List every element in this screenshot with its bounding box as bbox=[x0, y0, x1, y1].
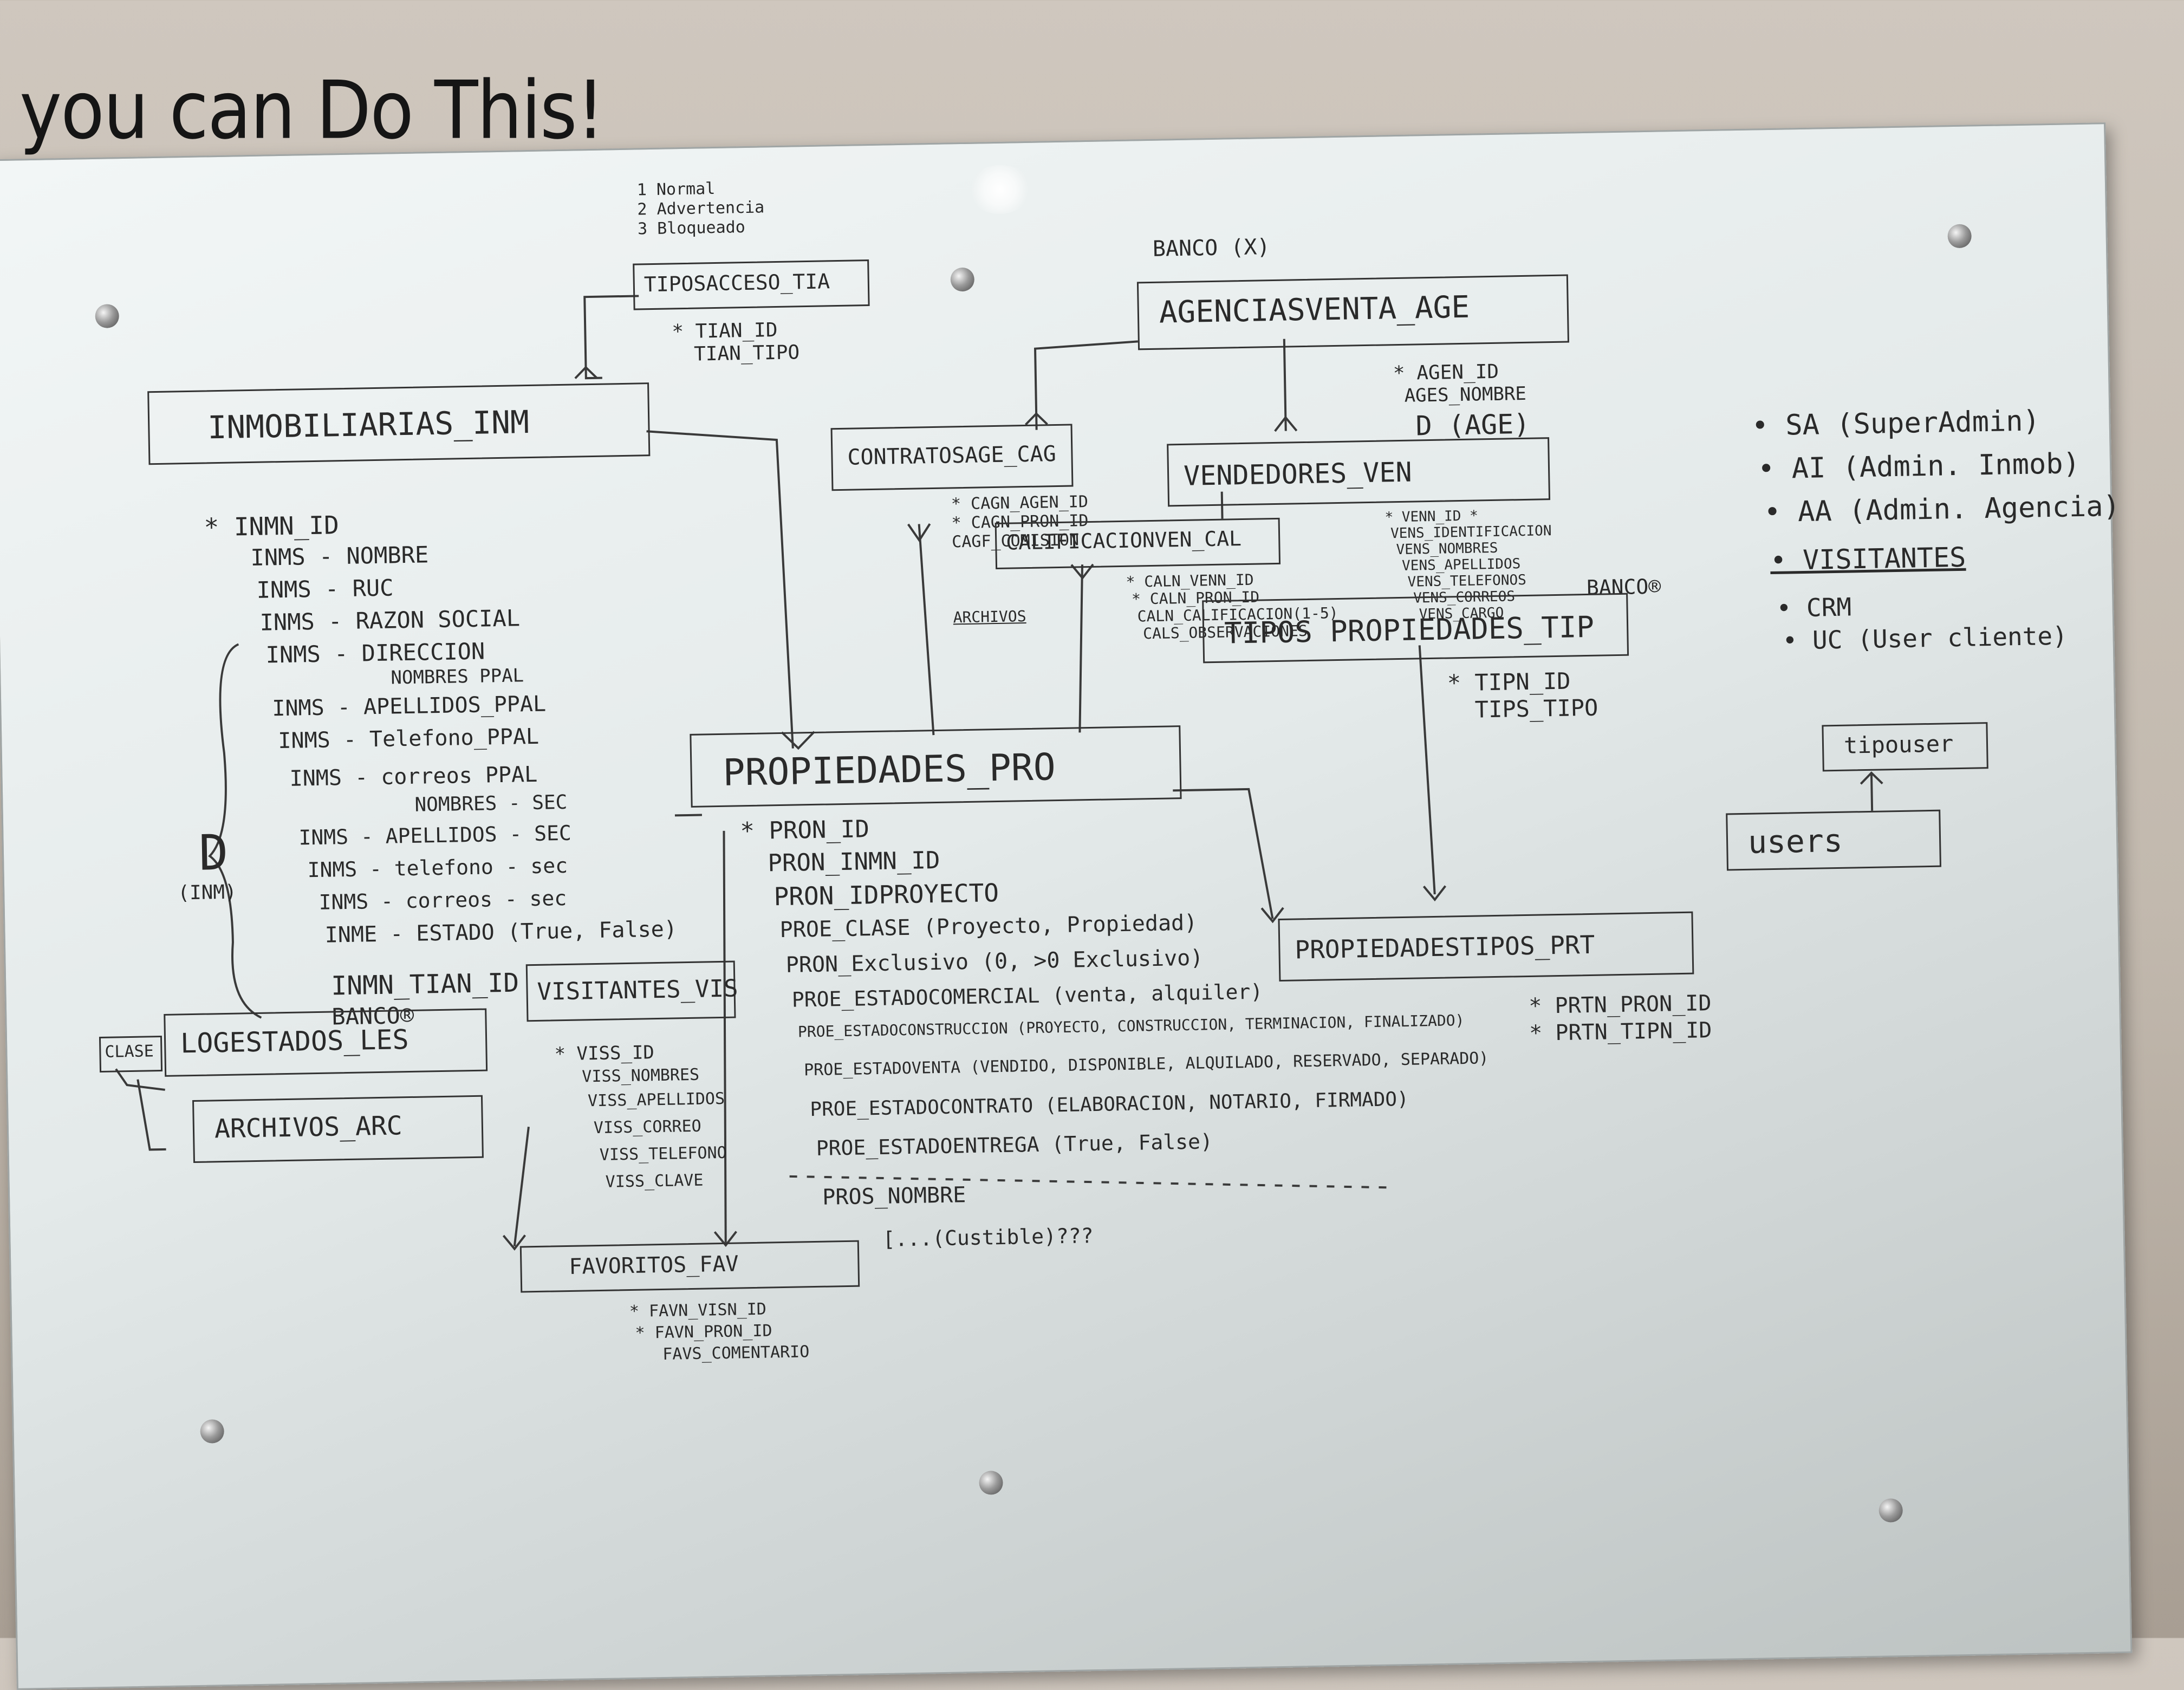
entity-header-vendedores: VENDEDORES_VEN bbox=[1183, 456, 1413, 492]
entity-field: PROS_NOMBRE bbox=[822, 1182, 966, 1210]
entity-field: INMS - RUC bbox=[256, 574, 394, 603]
role-item: • UC (User cliente) bbox=[1782, 621, 2068, 655]
entity-field: INMS - APELLIDOS - SEC bbox=[298, 821, 572, 850]
banco-note: BANCO (X) bbox=[1152, 235, 1270, 262]
entity-field: * CAGN_AGEN_ID bbox=[951, 492, 1089, 514]
entity-header-favoritos: FAVORITOS_FAV bbox=[569, 1251, 739, 1279]
d-label-age: D (AGE) bbox=[1415, 408, 1530, 442]
entity-header-users: users bbox=[1747, 822, 1843, 861]
entity-field: AGES_NOMBRE bbox=[1404, 382, 1527, 407]
entity-header-tipos-propiedades: TIPOS PROPIEDADES_TIP bbox=[1224, 609, 1595, 651]
entity-field: * TIPN_ID bbox=[1447, 667, 1571, 697]
entity-field: INMS - NOMBRE bbox=[250, 541, 429, 571]
entity-field: * VENN_ID * bbox=[1384, 508, 1478, 526]
entity-field: PRON_INMN_ID bbox=[768, 846, 940, 877]
entity-field: VISS_CLAVE bbox=[605, 1171, 704, 1192]
role-item: • AA (Admin. Agencia) bbox=[1763, 490, 2121, 529]
entity-field: VISS_TELEFONO bbox=[599, 1143, 727, 1165]
entity-field: VENS_APELLIDOS bbox=[1401, 556, 1521, 574]
role-item: • CRM bbox=[1776, 592, 1852, 623]
role-item: • SA (SuperAdmin) bbox=[1751, 405, 2040, 443]
entity-header-visitantes: VISITANTES_VIS bbox=[537, 974, 738, 1006]
archivos-note: ARCHIVOS bbox=[953, 607, 1026, 627]
entity-field: VENS_IDENTIFICACION bbox=[1390, 523, 1552, 542]
d-label-inm: D bbox=[198, 824, 229, 882]
entity-field: INMS - correos PPAL bbox=[289, 762, 538, 791]
entity-field: VENS_NOMBRES bbox=[1396, 540, 1498, 558]
entity-field: FAVS_COMENTARIO bbox=[662, 1342, 810, 1364]
role-item: • AI (Admin. Inmob) bbox=[1757, 447, 2081, 486]
tiposacceso-option: 3 Bloqueado bbox=[637, 217, 746, 239]
entity-field: VISS_CORREO bbox=[593, 1116, 701, 1138]
entity-field: INME - ESTADO (True, False) bbox=[324, 916, 678, 948]
entity-header-calificacion: CALIFICACIONVEN_CAL bbox=[1005, 526, 1242, 555]
relationship-lines bbox=[115, 295, 1883, 1251]
entity-field: * TIAN_ID bbox=[672, 318, 778, 343]
entity-field: NOMBRES PPAL bbox=[391, 665, 524, 689]
entity-header-contratos: CONTRATOSAGE_CAG bbox=[847, 441, 1057, 470]
entity-field: INMS - RAZON SOCIAL bbox=[259, 604, 521, 636]
entity-field: * AGEN_ID bbox=[1393, 360, 1499, 385]
role-item: • VISITANTES bbox=[1770, 541, 1966, 577]
entity-field: VENS_TELEFONOS bbox=[1407, 571, 1527, 590]
entity-field: * VISS_ID bbox=[554, 1042, 655, 1065]
entity-header-tipouser: tipouser bbox=[1843, 730, 1954, 759]
entity-field: INMN_TIAN_ID bbox=[330, 967, 519, 1002]
d-sub-inm: (INM) bbox=[177, 881, 237, 905]
entity-field: * FAVN_VISN_ID bbox=[629, 1299, 767, 1322]
wall-slogan: you can Do This! bbox=[20, 64, 605, 158]
entity-field: * PRON_ID bbox=[740, 815, 870, 846]
entity-header-agencias: AGENCIASVENTA_AGE bbox=[1159, 289, 1470, 330]
entity-field: * INMN_ID bbox=[204, 510, 340, 542]
entity-header-logestados: LOGESTADOS_LES bbox=[180, 1024, 410, 1060]
entity-field: VISS_NOMBRES bbox=[582, 1065, 700, 1087]
entity-header-propiedades-tipos: PROPIEDADESTIPOS_PRT bbox=[1294, 929, 1595, 965]
entity-field: * CALN_VENN_ID bbox=[1126, 570, 1254, 591]
entity-field: * FAVN_PRON_ID bbox=[635, 1321, 772, 1343]
entity-field: INMS - DIRECCION bbox=[265, 638, 485, 668]
whiteboard: 1 Normal 2 Advertencia 3 Bloqueado TIPOS… bbox=[0, 122, 2133, 1690]
entity-field: * PRTN_PRON_ID bbox=[1528, 991, 1712, 1019]
entity-field: VISS_APELLIDOS bbox=[587, 1089, 725, 1111]
entity-field: [...(Custible)??? bbox=[882, 1224, 1094, 1251]
entity-header-inmobiliarias: INMOBILIARIAS_INM bbox=[207, 404, 530, 446]
entity-field: INMS - Telefono_PPAL bbox=[278, 724, 540, 754]
clase-tag: CLASE bbox=[105, 1042, 154, 1062]
entity-field: PRON_IDPROYECTO bbox=[774, 878, 999, 912]
entity-header-archivos: ARCHIVOS_ARC bbox=[214, 1110, 403, 1145]
entity-field: INMS - APELLIDOS_PPAL bbox=[272, 691, 547, 722]
entity-field: INMS - correos - sec bbox=[318, 886, 567, 914]
tiposacceso-option: 2 Advertencia bbox=[637, 198, 765, 219]
entity-field: TIPS_TIPO bbox=[1474, 694, 1598, 723]
entity-header-propiedades: PROPIEDADES_PRO bbox=[722, 746, 1056, 795]
entity-field: TIAN_TIPO bbox=[693, 341, 800, 366]
entity-field: NOMBRES - SEC bbox=[414, 791, 568, 816]
entity-header-tiposacceso: TIPOSACCESO_TIA bbox=[644, 269, 830, 297]
tiposacceso-option: 1 Normal bbox=[636, 179, 716, 200]
entity-field: * PRTN_TIPN_ID bbox=[1529, 1018, 1712, 1046]
entity-field: INMS - telefono - sec bbox=[307, 853, 568, 882]
